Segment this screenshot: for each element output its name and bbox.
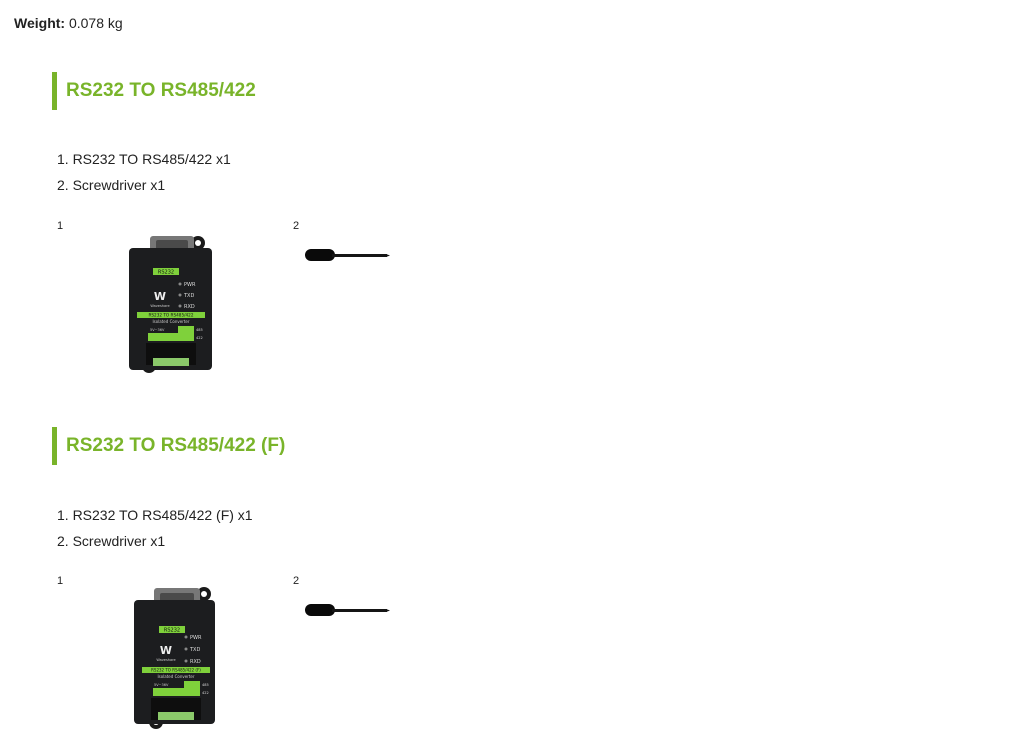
figure-label: 1 (57, 220, 64, 232)
list-item: 2. Screwdriver x1 (57, 177, 166, 193)
device-top-label: RS232 (164, 628, 180, 634)
port-label-422: 422 (202, 691, 209, 695)
device-pin-label: 5V~36V (150, 328, 165, 332)
led-label-pwr: PWR (190, 635, 202, 641)
section-title-rs232-rs485-422-f: RS232 TO RS485/422 (F) (52, 427, 285, 465)
device-band-label: RS232 TO RS485/422 (148, 313, 193, 318)
waveshare-logo-mark: W (160, 644, 172, 657)
device-subtitle: Isolated Converter (152, 319, 189, 324)
list-item: 1. RS232 TO RS485/422 x1 (57, 151, 231, 167)
converter-product-image: RS232 PWR TXD RXD W Waveshare RS232 TO R… (134, 587, 215, 729)
port-label-485: 485 (196, 328, 203, 332)
section-title-rs232-rs485-422: RS232 TO RS485/422 (52, 72, 256, 110)
figure-label: 2 (293, 220, 300, 232)
weight-label: Weight: (14, 15, 66, 31)
package-list: 1. RS232 TO RS485/422 x1 2. Screwdriver … (57, 146, 231, 198)
brand-label: Waveshare (150, 304, 169, 308)
weight-line: Weight: 0.078 kg (14, 15, 123, 31)
led-label-txd: TXD (189, 647, 200, 653)
port-label-422: 422 (196, 336, 203, 340)
weight-value: 0.078 kg (68, 15, 123, 31)
led-label-pwr: PWR (184, 282, 196, 288)
port-label-485: 485 (202, 683, 209, 687)
package-list: 1. RS232 TO RS485/422 (F) x1 2. Screwdri… (57, 502, 253, 554)
led-label-rxd: RXD (190, 659, 201, 665)
converter-product-image: RS232 PWR TXD RXD W Waveshare RS232 TO R… (129, 236, 212, 373)
device-band-label: RS232 TO RS485/422 (F) (151, 668, 201, 673)
led-label-txd: TXD (183, 293, 194, 299)
device-pin-label: 5V~36V (154, 683, 169, 687)
screwdriver-image (305, 604, 390, 616)
brand-label: Waveshare (156, 658, 175, 662)
device-top-label: RS232 (158, 270, 174, 276)
figure-label: 1 (57, 575, 64, 587)
led-label-rxd: RXD (184, 304, 195, 310)
list-item: 2. Screwdriver x1 (57, 533, 166, 549)
screwdriver-image (305, 249, 390, 261)
device-subtitle: Isolated Converter (157, 674, 194, 679)
list-item: 1. RS232 TO RS485/422 (F) x1 (57, 507, 253, 523)
figure-label: 2 (293, 575, 300, 587)
waveshare-logo-mark: W (154, 290, 166, 303)
